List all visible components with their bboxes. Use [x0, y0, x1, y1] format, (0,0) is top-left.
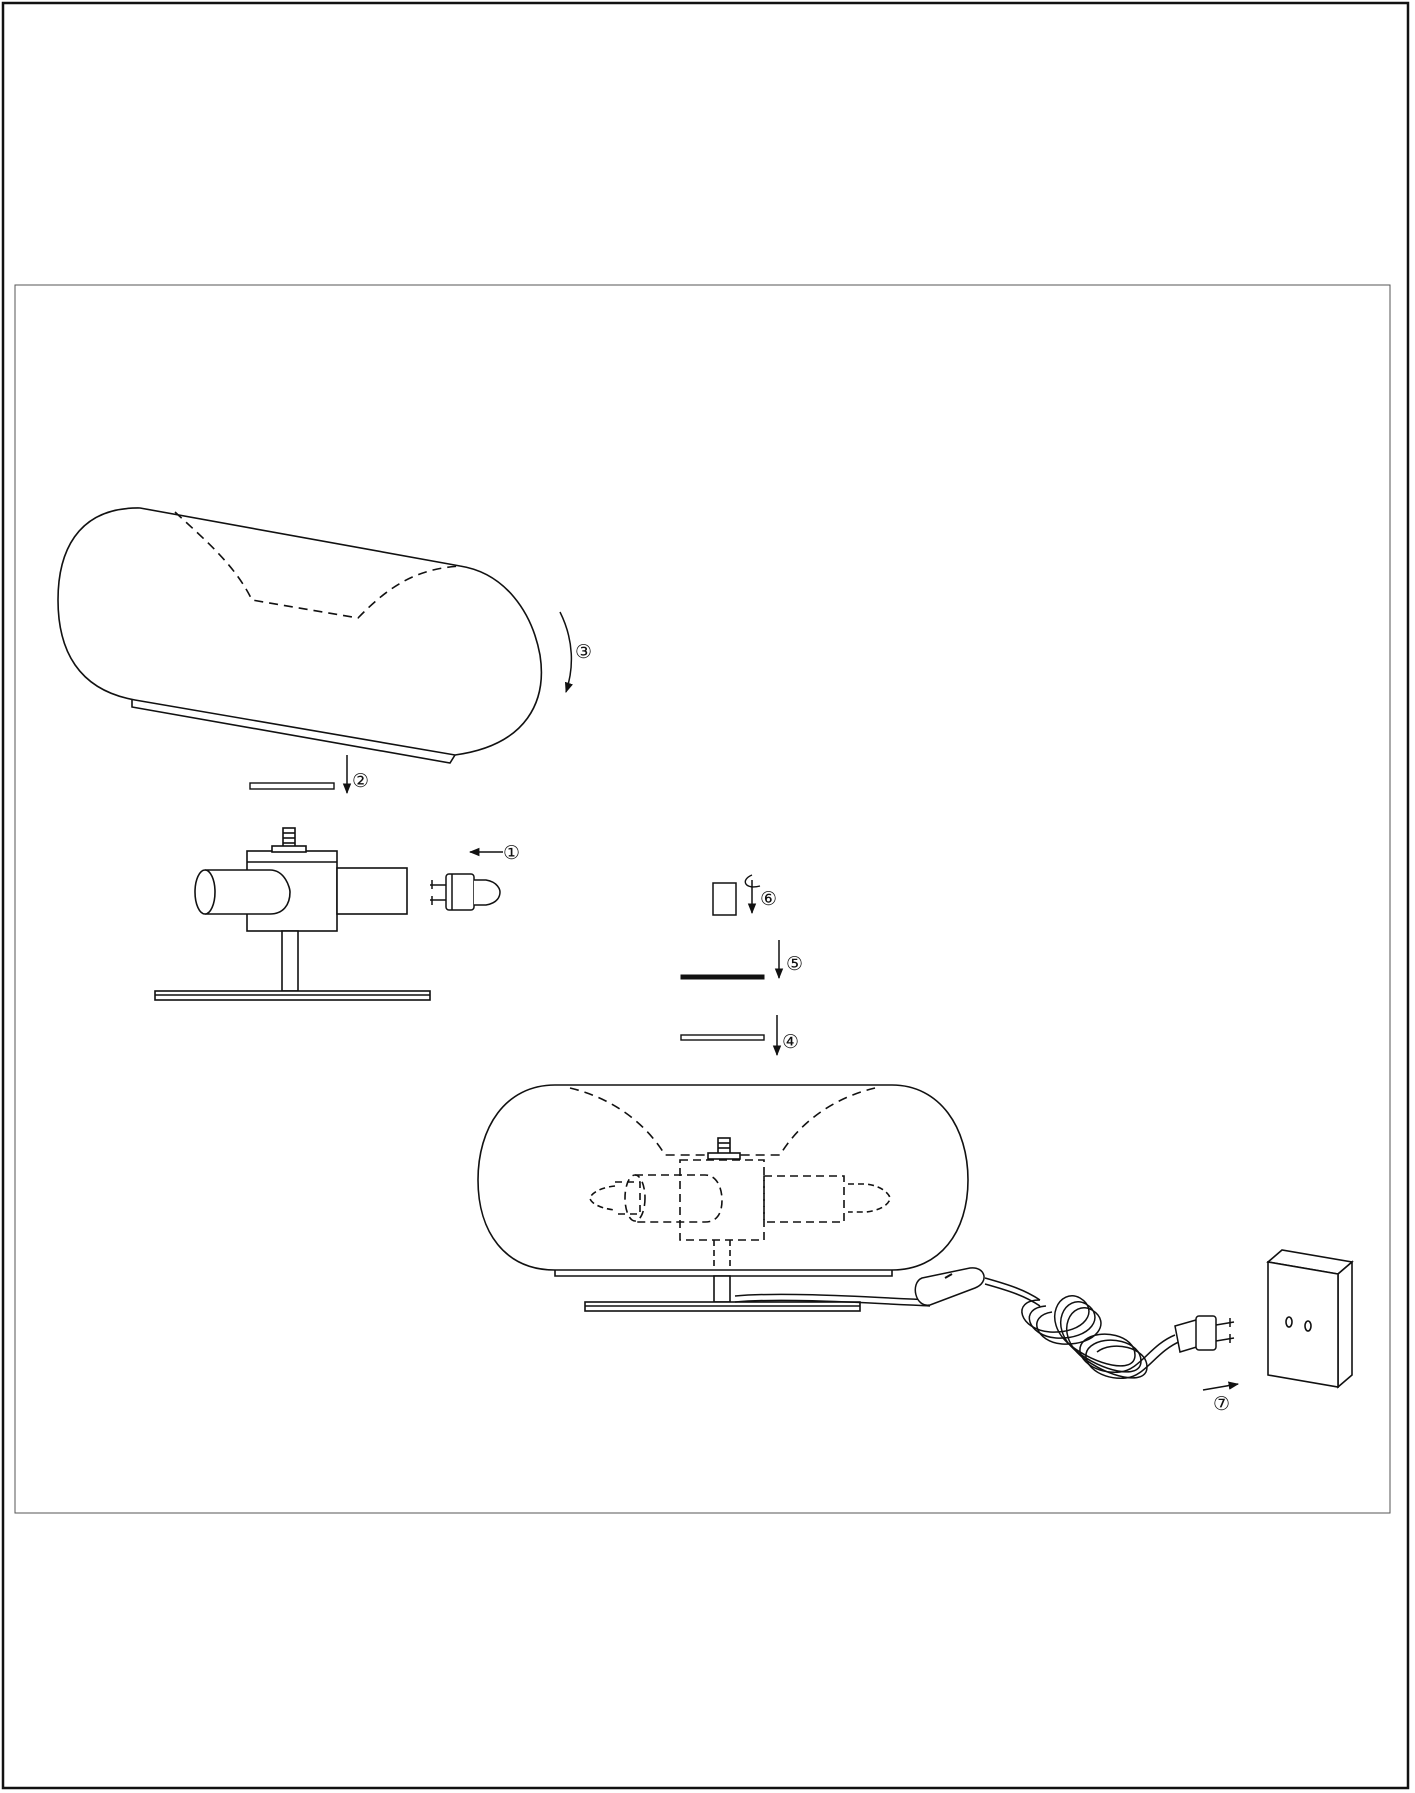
curved-arrow-icon: [559, 611, 573, 693]
wall-socket: [1266, 1249, 1354, 1389]
rotate-arrow-icon: [744, 874, 761, 888]
washer: [680, 974, 765, 980]
plug: [1174, 1315, 1235, 1353]
gasket: [680, 1034, 765, 1041]
gasket: [249, 782, 335, 790]
step-4-label: ④: [782, 1031, 799, 1053]
power-cord: [734, 1267, 1182, 1379]
lamp-base: [154, 827, 431, 1001]
inner-diagram-frame: [14, 284, 1391, 1514]
step-7-label: ⑦: [1213, 1393, 1230, 1415]
arrow-right-icon: [1202, 1381, 1240, 1391]
assembled-lamp: [477, 1084, 969, 1312]
step-1-label: ①: [503, 842, 520, 864]
halogen-bulb: [430, 873, 501, 911]
step-5-label: ⑤: [786, 953, 803, 975]
lamp-shade-tilted: [57, 507, 543, 764]
step-2-label: ②: [352, 770, 369, 792]
step-3-label: ③: [575, 641, 592, 663]
step-6-label: ⑥: [760, 888, 777, 910]
knob-nut: [712, 882, 737, 916]
